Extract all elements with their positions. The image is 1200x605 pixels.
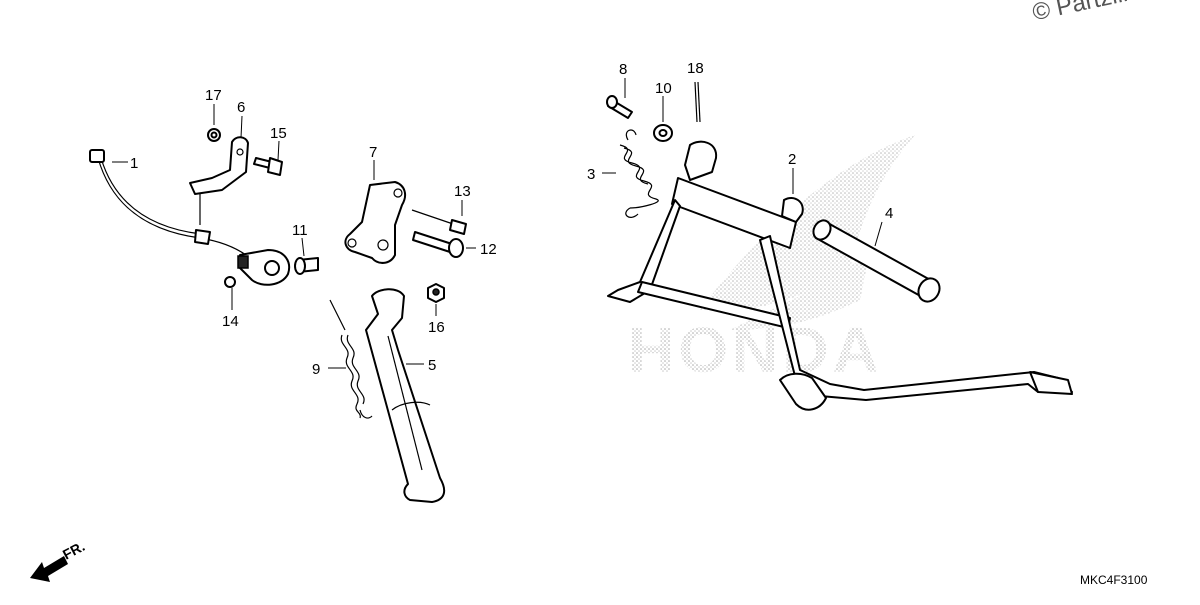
callout-7: 7 <box>369 144 377 161</box>
callout-10: 10 <box>655 80 672 97</box>
leader-lines <box>112 78 883 369</box>
side-stand-spring-9 <box>329 299 373 419</box>
honda-wordmark: HONDA <box>628 314 883 386</box>
diagram-reference-code: MKC4F3100 <box>1080 573 1148 587</box>
nut-17 <box>207 128 221 142</box>
cotter-pin-18 <box>694 81 701 123</box>
callout-18: 18 <box>687 60 704 77</box>
side-stand-5 <box>365 288 446 503</box>
bolt-15 <box>253 157 283 176</box>
front-direction-arrow: FR. <box>30 538 87 582</box>
callout-4: 4 <box>885 205 893 222</box>
switch-bracket <box>189 136 249 225</box>
main-stand-spring-3 <box>619 129 659 218</box>
bolt-12 <box>412 231 464 258</box>
callout-11: 11 <box>292 222 308 239</box>
callout-9: 9 <box>312 361 320 378</box>
callout-16: 16 <box>428 319 445 336</box>
callout-1: 1 <box>130 155 138 172</box>
pin-8 <box>606 95 633 119</box>
callout-8: 8 <box>619 61 627 78</box>
callout-6: 6 <box>237 99 245 116</box>
callout-labels: 1 2 3 4 5 6 7 8 9 10 11 12 13 14 15 16 1… <box>130 60 893 378</box>
callout-2: 2 <box>788 151 796 168</box>
washer-10 <box>653 124 673 142</box>
callout-5: 5 <box>428 357 436 374</box>
pivot-bolt-11 <box>294 257 319 275</box>
pipe-4 <box>812 219 941 303</box>
callout-12: 12 <box>480 241 497 258</box>
callout-3: 3 <box>587 166 595 183</box>
nut-16 <box>427 283 445 303</box>
callout-14: 14 <box>222 313 239 330</box>
callout-17: 17 <box>205 87 222 104</box>
main-stand-2 <box>607 140 1073 411</box>
screw-14 <box>224 276 236 288</box>
mounting-plate-7 <box>344 181 407 264</box>
bolt-13 <box>411 209 467 235</box>
callout-15: 15 <box>270 125 287 142</box>
side-stand-switch <box>89 149 290 286</box>
honda-wing-logo <box>700 135 915 330</box>
callout-13: 13 <box>454 183 471 200</box>
